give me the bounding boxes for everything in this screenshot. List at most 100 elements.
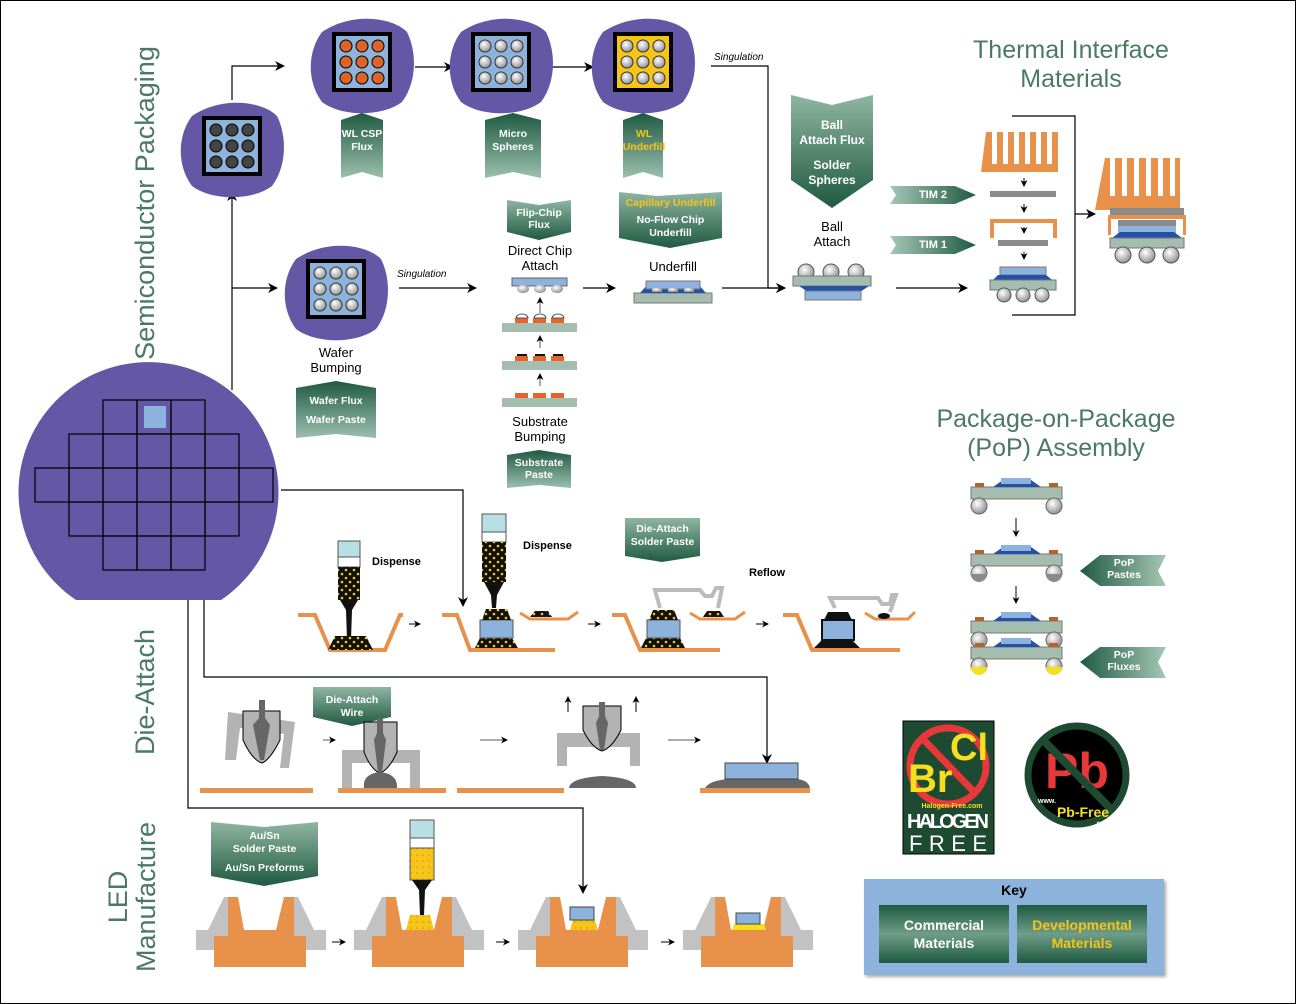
label-die-attach-wire: Die-Attach Wire <box>313 694 391 720</box>
capillary-underfill: Capillary Underfill <box>625 197 716 209</box>
key-commercial: Commercial Materials <box>879 905 1009 963</box>
substrate-paste-line1: Substrate <box>514 457 564 469</box>
label-wafer-materials: Wafer Flux Wafer Paste <box>296 392 376 430</box>
wlunderfill-line2: Underfill <box>622 141 666 153</box>
section-label-semiconductor: Semiconductor Packaging <box>130 46 160 360</box>
label-micro-spheres: Micro Spheres <box>482 128 544 154</box>
pop-title-line1: Package-on-Package <box>936 405 1176 433</box>
sb-line2: Bumping <box>514 429 566 444</box>
key-developmental-line1: Developmental <box>1032 917 1132 933</box>
pb-com-text: .com <box>1095 821 1109 827</box>
pop-pastes-line1: PoP <box>1113 557 1135 569</box>
ball-attach-label: Ball Attach <box>792 219 872 249</box>
halogen-cl-text: Cl <box>950 727 988 769</box>
da-paste-line2: Solder Paste <box>630 536 695 548</box>
wlunderfill-line1: WL <box>635 128 653 140</box>
reflow-label: Reflow <box>749 567 786 579</box>
pop-graphic <box>970 478 1063 675</box>
pop-fluxes-line2: Fluxes <box>1107 661 1141 673</box>
label-wlcsp-flux: WL CSP Flux <box>336 128 388 154</box>
label-die-attach-paste: Die-Attach Solder Paste <box>625 523 700 549</box>
wafer-bumping-line2: Bumping <box>310 360 362 375</box>
tim-title-line2: Materials <box>1020 65 1122 93</box>
pop-title-line2: (PoP) Assembly <box>967 434 1145 462</box>
section-label-led-line2: Manufacture <box>131 821 161 973</box>
label-substrate-paste: Substrate Paste <box>507 457 571 481</box>
pb-name-text: Pb-Free <box>1057 804 1109 820</box>
micro-line2: Spheres <box>492 141 534 153</box>
ball-attach-graphic <box>792 263 872 301</box>
key-commercial-line2: Materials <box>913 935 975 951</box>
wafer-graphic <box>18 362 279 600</box>
label-flipchip-flux: Flip-Chip Flux <box>507 207 571 231</box>
chip-micro-spheres <box>449 18 553 114</box>
section-label-die-attach: Die-Attach <box>130 628 160 756</box>
sb-line1: Substrate <box>512 414 568 429</box>
chip-wafer-bumping <box>284 245 388 341</box>
chip-wlcsp-flux <box>310 18 414 114</box>
banner-substrate-paste <box>507 450 571 488</box>
section-title-tim: Thermal Interface Materials <box>940 36 1202 94</box>
ba-line1: Ball <box>821 219 843 234</box>
key-developmental: Developmental Materials <box>1017 905 1147 963</box>
halogen-line1-text: HALOGEN <box>907 811 989 833</box>
section-title-pop: Package-on-Package (PoP) Assembly <box>916 405 1196 463</box>
noflow-line1: No-Flow Chip <box>636 214 705 226</box>
underfill-graphic <box>633 280 713 304</box>
pop-fluxes-line1: PoP <box>1113 649 1135 661</box>
ausn-line1: Au/Sn <box>249 830 280 842</box>
noflow-line2: Underfill <box>649 227 692 239</box>
solder-spheres-line1: Solder <box>813 158 851 172</box>
direct-chip-attach-graphic <box>502 277 577 407</box>
chip-wl-underfill <box>591 18 695 114</box>
substrate-paste-line2: Paste <box>524 469 554 481</box>
label-tim1: TIM 1 <box>918 238 948 251</box>
dispense-1-label: Dispense <box>372 556 421 568</box>
banner-underfill <box>619 192 722 248</box>
banner-ausn <box>211 822 318 886</box>
underfill-label: Underfill <box>649 259 697 274</box>
direct-chip-attach-label: Direct Chip Attach <box>494 243 586 273</box>
singulation-top-label: Singulation <box>714 52 764 63</box>
da-wire-line1: Die-Attach <box>325 694 379 706</box>
halogen-url-text: Halogen-Free.com <box>921 803 982 810</box>
wafer-bumping-label: Wafer Bumping <box>296 345 376 375</box>
banner-tim2 <box>890 186 976 204</box>
key-commercial-line1: Commercial <box>903 917 985 933</box>
banner-die-attach-wire <box>313 687 391 726</box>
banner-die-attach-paste <box>625 518 700 562</box>
key-developmental-line2: Materials <box>1051 935 1113 951</box>
ausn-line2: Solder Paste <box>232 843 297 855</box>
ball-attach-flux-line1: Ball <box>820 118 843 132</box>
legend-key: Key Commercial Materials Developmental M… <box>864 879 1164 975</box>
singulation-mid-label: Singulation <box>397 269 447 280</box>
banner-pop-fluxes <box>1080 647 1166 678</box>
label-ball-attach-materials: Ball Attach Flux Solder Spheres <box>791 118 873 188</box>
led-graphic <box>196 819 813 967</box>
tim-stack-graphic <box>981 132 1058 303</box>
wlcsp-line2: Flux <box>351 141 373 153</box>
flipchip-line1: Flip-Chip <box>516 207 562 219</box>
pop-pastes-line2: Pastes <box>1107 569 1141 581</box>
dispense-2-label: Dispense <box>523 540 572 552</box>
ball-attach-flux-line2: Attach Flux <box>799 133 865 147</box>
banner-flipchip-flux <box>507 200 571 240</box>
die-attach-dispense-graphic <box>298 513 917 652</box>
section-label-led: LED Manufacture <box>103 817 161 977</box>
banner-micro-spheres <box>485 113 541 178</box>
section-label-led-line1: LED <box>103 870 133 924</box>
halogen-br-text: Br <box>908 757 952 801</box>
dca-line1: Direct Chip <box>507 243 573 258</box>
wlcsp-line1: WL CSP <box>341 128 383 140</box>
tim-assembled-graphic <box>1095 158 1186 264</box>
flipchip-line2: Flux <box>528 219 550 231</box>
pb-www-text: www. <box>1037 798 1056 805</box>
solder-spheres-line2: Spheres <box>808 173 856 187</box>
label-pop-fluxes: PoP Fluxes <box>1096 649 1152 673</box>
banner-wlcsp-flux <box>341 113 383 178</box>
substrate-bumping-label: Substrate Bumping <box>494 414 586 444</box>
label-underfill-materials: Capillary Underfill No-Flow Chip Underfi… <box>619 197 722 240</box>
wafer-bumping-line1: Wafer <box>318 345 354 360</box>
wafer-paste: Wafer Paste <box>306 414 366 426</box>
